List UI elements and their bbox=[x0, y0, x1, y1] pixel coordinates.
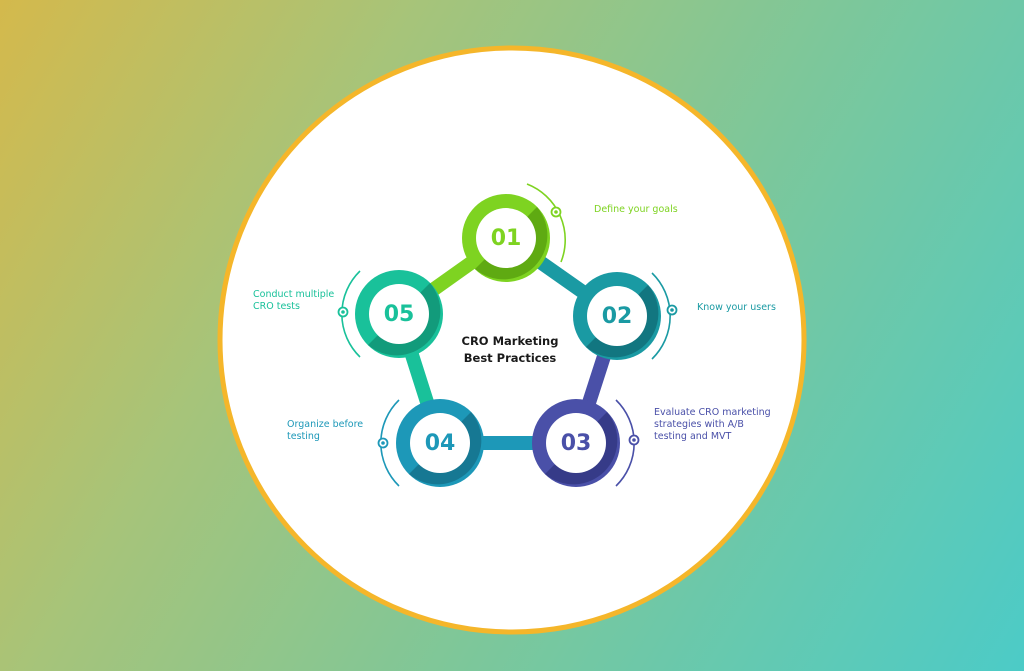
node-02-inner bbox=[587, 286, 647, 346]
node-05-number: 05 bbox=[384, 302, 415, 327]
node-03-dot-core bbox=[632, 438, 636, 442]
node-05-inner bbox=[369, 284, 429, 344]
step-label-05: Conduct multiple CRO tests bbox=[253, 289, 335, 312]
step-node-01: 01 bbox=[462, 183, 566, 282]
step-node-03: 03 bbox=[532, 399, 640, 487]
step-label-02: Know your users bbox=[697, 302, 776, 313]
step-node-02: 02 bbox=[573, 272, 678, 360]
node-01-number: 01 bbox=[491, 226, 522, 251]
node-05-dot-core bbox=[341, 310, 345, 314]
node-02-number: 02 bbox=[602, 304, 633, 329]
step-label-03: Evaluate CRO marketing strategies with A… bbox=[654, 407, 771, 442]
node-03-inner bbox=[546, 413, 606, 473]
node-01-dot-core bbox=[554, 210, 558, 214]
node-02-arc bbox=[651, 272, 671, 360]
step-label-01: Define your goals bbox=[594, 204, 678, 215]
background-disc bbox=[217, 45, 807, 635]
step-node-05: 05 bbox=[337, 270, 443, 358]
node-03-number: 03 bbox=[561, 431, 592, 456]
diagram-title: CRO Marketing Best Practices bbox=[461, 334, 559, 365]
node-02-dot-core bbox=[670, 308, 674, 312]
node-04-dot-core bbox=[381, 441, 385, 445]
node-04-inner bbox=[410, 413, 470, 473]
node-04-number: 04 bbox=[425, 431, 456, 456]
node-01-arc bbox=[526, 183, 566, 263]
step-node-04: 04 bbox=[377, 399, 484, 487]
step-label-04: Organize before testing bbox=[287, 419, 364, 442]
node-01-inner bbox=[476, 208, 536, 268]
